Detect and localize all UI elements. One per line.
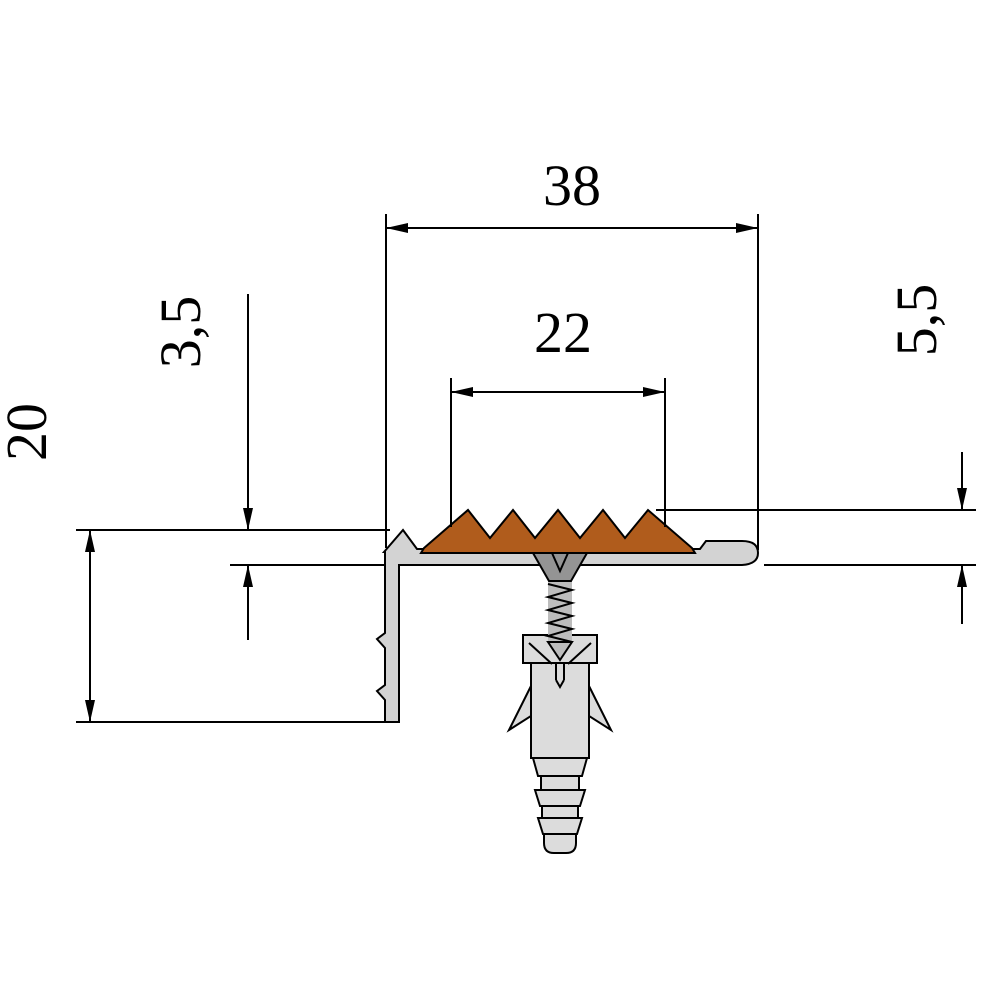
arrowhead-up [243, 565, 253, 587]
dimension-label-flange-thickness: 3,5 [148, 296, 213, 369]
anchor-neck-1 [540, 775, 580, 791]
anchor-funnel [528, 642, 592, 665]
profile-cross-section [375, 528, 760, 723]
arrowhead-right [643, 387, 665, 397]
anchor-rib-2 [533, 789, 587, 807]
arrowhead-up [85, 530, 95, 552]
screw-head [531, 552, 589, 582]
dimension-nose-height: 5,5 [656, 284, 976, 624]
anchor-wing-left [506, 685, 532, 733]
anchor-body [530, 662, 590, 759]
dimension-overall-width: 38 [385, 153, 759, 550]
arrowhead-right [736, 223, 758, 233]
anchor-tip [543, 833, 577, 854]
dimension-flange-thickness: 3,5 [148, 294, 384, 640]
anchor-expansion-slot [555, 664, 565, 690]
arrowhead-left [451, 387, 473, 397]
anchor-wing-right [588, 685, 614, 733]
dimension-label-leg-height: 20 [0, 403, 59, 461]
arrowhead-left [386, 223, 408, 233]
screw [531, 552, 589, 662]
anchor-neck-2 [541, 805, 579, 819]
dimension-label-overall-width: 38 [543, 153, 601, 218]
arrowhead-down [957, 488, 967, 510]
arrowhead-up [957, 565, 967, 587]
wall-anchor [506, 634, 614, 854]
arrowhead-down [85, 700, 95, 722]
dimension-insert-width: 22 [450, 300, 666, 527]
anchor-rib-1 [531, 757, 589, 777]
screw-drive-slot [551, 552, 569, 574]
rubber-insert [419, 508, 697, 554]
screw-tip [546, 641, 574, 662]
aluminum-profile [375, 528, 760, 723]
serrated-insert [419, 508, 697, 554]
dimension-leg-height: 20 [0, 403, 390, 723]
dimension-label-insert-width: 22 [534, 300, 592, 365]
dimension-label-nose-height: 5,5 [884, 284, 949, 357]
screw-thread-coil [544, 583, 576, 643]
anchor-rib-3 [536, 817, 584, 835]
arrowhead-down [243, 508, 253, 530]
